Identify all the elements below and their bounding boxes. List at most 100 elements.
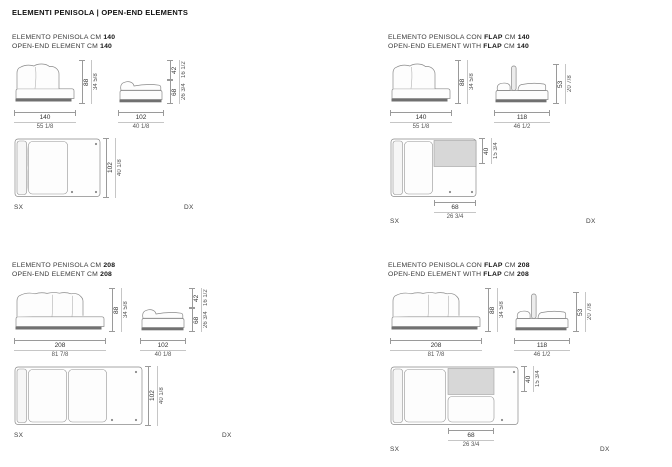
dim-element-height: 88 34 5/8 [455, 60, 476, 104]
elevation-drawing-penisola [15, 292, 105, 330]
dim-inch-value: 20 7/8 [567, 75, 573, 93]
dimension-divider [179, 60, 180, 80]
dim-cm-value: 88 [489, 306, 496, 314]
dim-cm-value: 53 [577, 308, 584, 316]
section-penisola-flap-208: ELEMENTO PENISOLA CON FLAP CM 208 OPEN-E… [388, 262, 658, 467]
dimension-line [455, 60, 461, 104]
dim-inch-value: 16 1/2 [181, 61, 187, 79]
section-title-italian: ELEMENTO PENISOLA CM 208 [12, 262, 116, 269]
dimension-divider [390, 121, 452, 123]
dim-inch-value: 15 3/4 [493, 142, 499, 160]
dim-flap-element-width: 118 46 1/2 [514, 337, 570, 359]
dim-element-width: 208 81 7/8 [14, 337, 106, 359]
elevation-drawing-flap-element [515, 293, 569, 331]
dim-element-height: 88 34 5/8 [485, 288, 506, 332]
dim-inch-value: 15 3/4 [535, 370, 541, 388]
dim-inch-value: 26 3/4 [203, 311, 209, 329]
dimension-line [390, 109, 452, 116]
dimension-divider [467, 60, 468, 104]
dim-element-width: 140 55 1/8 [14, 109, 76, 131]
dimension-line [189, 288, 195, 308]
dimension-divider [201, 308, 202, 332]
dim-inch-value: 46 1/2 [513, 124, 531, 130]
dimension-line [514, 337, 570, 344]
dimension-divider [497, 288, 498, 332]
dim-plan-depth: 102 40 1/8 [103, 138, 124, 198]
dimension-divider [494, 121, 550, 123]
dimension-divider [434, 211, 476, 213]
dimension-line [109, 288, 115, 332]
dim-inch-value: 20 7/8 [587, 303, 593, 321]
dimension-line [434, 199, 476, 206]
dimension-divider [491, 138, 492, 164]
section-title-english: OPEN-END ELEMENT WITH FLAP CM 140 [388, 43, 529, 50]
label-dx: DX [184, 204, 194, 211]
dim-cm-value: 42 [193, 294, 200, 302]
dim-inch-value: 40 1/8 [132, 124, 150, 130]
dimension-divider [121, 288, 122, 332]
label-sx: SX [390, 218, 400, 225]
dimension-divider [118, 121, 164, 123]
dimension-line [167, 80, 173, 104]
dimension-line [494, 109, 550, 116]
dim-inch-value: 81 7/8 [427, 352, 445, 358]
dim-inch-value: 16 1/2 [203, 289, 209, 307]
elevation-drawing-open-end [141, 309, 185, 331]
dim-cm-value: 118 [536, 341, 548, 349]
dimension-line [14, 109, 76, 116]
dim-inch-value: 40 1/8 [117, 159, 123, 177]
plan-drawing [14, 366, 143, 425]
dimension-line [103, 138, 109, 198]
dim-cm-value: 102 [107, 162, 114, 174]
dim-cm-value: 40 [483, 147, 490, 155]
section-title-italian: ELEMENTO PENISOLA CM 140 [12, 34, 116, 41]
dimension-divider [157, 366, 158, 426]
elevation-drawing-penisola [15, 63, 75, 102]
dimension-divider [201, 288, 202, 308]
section-title-english: OPEN-END ELEMENT CM 140 [12, 43, 113, 50]
dim-flap-element-height: 53 20 7/8 [573, 292, 594, 332]
dim-inch-value: 46 1/2 [533, 352, 551, 358]
dim-flap-width: 68 26 3/4 [434, 199, 476, 221]
dimension-divider [514, 349, 570, 351]
dimension-divider [115, 138, 116, 198]
dimension-line [145, 366, 151, 426]
elevation-drawing-penisola [391, 63, 451, 102]
label-sx: SX [390, 446, 400, 453]
dim-cm-value: 68 [171, 88, 178, 96]
dim-cm-value: 102 [157, 341, 169, 349]
dim-cm-value: 88 [83, 78, 90, 86]
section-title-italian: ELEMENTO PENISOLA CON FLAP CM 208 [388, 262, 530, 269]
dim-inch-value: 34 5/8 [123, 301, 129, 319]
dimension-divider [585, 292, 586, 332]
section-title-english: OPEN-END ELEMENT WITH FLAP CM 208 [388, 271, 529, 278]
section-title-english: OPEN-END ELEMENT CM 208 [12, 271, 113, 278]
dimension-line [79, 60, 85, 104]
dim-cm-value: 68 [193, 316, 200, 324]
dimension-line [573, 292, 579, 332]
dim-inch-value: 26 3/4 [446, 214, 464, 220]
dim-flap-element-width: 118 46 1/2 [494, 109, 550, 131]
elevation-drawing-flap-element [495, 65, 549, 103]
dim-cm-value: 118 [516, 113, 528, 121]
dim-cm-value: 88 [113, 306, 120, 314]
section-penisola-140: ELEMENTO PENISOLA CM 140 OPEN-END ELEMEN… [12, 34, 282, 239]
dimension-line [521, 366, 527, 392]
dim-flap-width: 68 26 3/4 [448, 427, 494, 449]
dimension-line [448, 427, 494, 434]
dim-cm-value: 208 [54, 341, 66, 349]
dimension-divider [140, 349, 186, 351]
dimension-line [390, 337, 482, 344]
label-dx: DX [222, 432, 232, 439]
dim-cm-value: 68 [467, 431, 475, 439]
elevation-drawing-penisola [391, 292, 481, 330]
dim-flap-depth: 40 15 3/4 [479, 138, 500, 164]
dim-inch-value: 55 1/8 [412, 124, 430, 130]
label-sx: SX [14, 432, 24, 439]
dim-inch-value: 34 5/8 [93, 73, 99, 91]
dim-open-end-width: 102 40 1/8 [140, 337, 186, 359]
dim-inch-value: 40 1/8 [154, 352, 172, 358]
dimension-line [479, 138, 485, 164]
dim-cm-value: 42 [171, 66, 178, 74]
dimension-divider [14, 121, 76, 123]
